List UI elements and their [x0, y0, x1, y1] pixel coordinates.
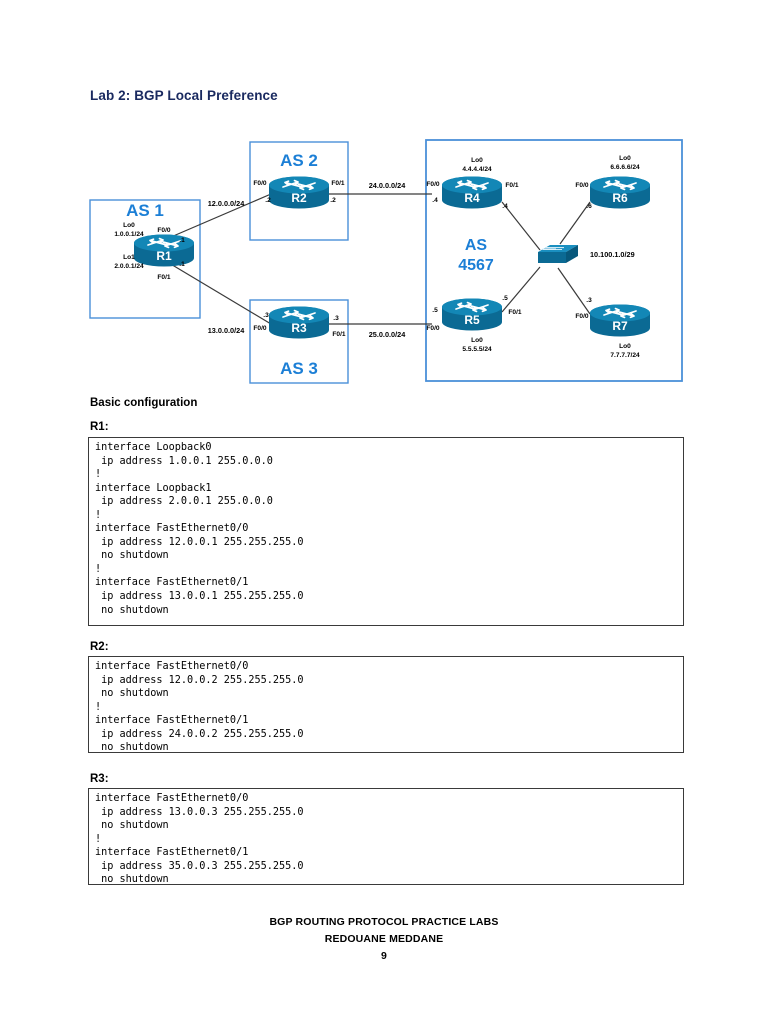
footer-page-number: 9 — [381, 950, 387, 962]
as2-label: AS 2 — [280, 151, 318, 170]
core-switch — [537, 244, 579, 264]
r5-f01-interface-label: F0/1 — [508, 309, 522, 316]
link-r7-switch — [557, 267, 591, 315]
r2-f00-interface-label: F0/0 — [253, 180, 267, 187]
link-r4-switch — [501, 201, 541, 251]
r4-lo0-name: Lo0 — [471, 157, 483, 164]
r6-f00-interface-label: F0/0 — [575, 182, 589, 189]
r7-lo0-address: 7.7.7.7/24 — [610, 352, 640, 359]
r5-f00-interface-label: F0/0 — [426, 325, 440, 332]
footer-author: REDOUANE MEDDANE — [324, 933, 444, 945]
config-block-r3: interface FastEthernet0/0 ip address 13.… — [88, 788, 684, 885]
footer-title: BGP ROUTING PROTOCOL PRACTICE LABS — [269, 916, 499, 928]
router-r6-label: R6 — [612, 191, 628, 205]
r5-f00-ip-label: .5 — [432, 307, 438, 314]
config-heading-r1: R1: — [90, 421, 109, 433]
as4567-boundary-box — [425, 139, 683, 382]
router-r7-label: R7 — [612, 319, 628, 333]
as3-boundary-box — [249, 299, 349, 384]
link-r1-r3 — [163, 259, 272, 325]
r1-f01-interface-label: F0/1 — [157, 274, 171, 281]
link-r1-r2 — [163, 193, 272, 241]
r5-f01-ip-label: .5 — [502, 295, 508, 302]
config-block-r2: interface FastEthernet0/0 ip address 12.… — [88, 656, 684, 753]
r6-lo0-name: Lo0 — [619, 155, 631, 162]
router-r2-label: R2 — [291, 191, 307, 205]
r3-f01-ip-label: .3 — [333, 315, 339, 322]
r5-lo0-name: Lo0 — [471, 337, 483, 344]
r1-lo0-name: Lo0 — [123, 222, 135, 229]
as4567-label-line2: 4567 — [458, 257, 494, 274]
config-heading-r2: R2: — [90, 641, 109, 653]
link-label-r1-r3: 13.0.0.0/24 — [208, 326, 245, 335]
r1-lo0-address: 1.0.0.1/24 — [114, 231, 144, 238]
r3-f00-interface-label: F0/0 — [253, 325, 267, 332]
r3-f01-interface-label: F0/1 — [332, 331, 346, 338]
r7-f00-ip-label: .3 — [586, 297, 592, 304]
link-label-r1-r2: 12.0.0.0/24 — [208, 199, 245, 208]
router-r3-label: R3 — [291, 321, 307, 335]
r1-lo1-address: 2.0.0.1/24 — [114, 263, 144, 270]
link-r5-switch — [501, 266, 541, 313]
r4-f01-ip-label: .4 — [502, 203, 508, 210]
basic-configuration-heading: Basic configuration — [90, 397, 198, 409]
link-label-switch-segment: 10.100.1.0/29 — [590, 250, 635, 259]
router-r5-label: R5 — [464, 313, 480, 327]
as1-boundary-box — [89, 199, 201, 319]
link-label-r3-r5: 25.0.0.0/24 — [369, 330, 406, 339]
link-label-r2-r4: 24.0.0.0/24 — [369, 181, 406, 190]
network-topology-diagram: R1 R2 R3 R4 R5 R6 — [88, 132, 684, 384]
router-r7: R7 — [589, 304, 651, 338]
router-r1-label: R1 — [156, 249, 172, 263]
config-heading-r3: R3: — [90, 773, 109, 785]
router-r4: R4 — [441, 176, 503, 210]
r1-f00-ip-label: .1 — [179, 237, 185, 244]
r1-f00-interface-label: F0/0 — [157, 227, 171, 234]
r5-lo0-address: 5.5.5.5/24 — [462, 346, 492, 353]
router-r3: R3 — [268, 306, 330, 340]
r7-lo0-name: Lo0 — [619, 343, 631, 350]
router-r1: R1 — [133, 234, 195, 268]
r1-lo1-name: Lo1 — [123, 254, 135, 261]
r6-f00-ip-label: .6 — [586, 203, 592, 210]
r4-f01-interface-label: F0/1 — [505, 182, 519, 189]
r1-f01-ip-label: .1 — [179, 261, 185, 268]
r3-f00-ip-label: .3 — [263, 312, 269, 319]
as3-label: AS 3 — [280, 359, 318, 378]
as4567-label-line1: AS — [465, 237, 488, 254]
router-r2: R2 — [268, 176, 330, 210]
as1-label: AS 1 — [126, 201, 164, 220]
link-r6-switch — [559, 201, 591, 245]
r4-f00-ip-label: .4 — [432, 197, 438, 204]
r6-lo0-address: 6.6.6.6/24 — [610, 164, 640, 171]
router-r5: R5 — [441, 298, 503, 332]
page-title: Lab 2: BGP Local Preference — [90, 88, 278, 103]
router-r6: R6 — [589, 176, 651, 210]
r2-f01-ip-label: .2 — [330, 197, 336, 204]
r7-f00-interface-label: F0/0 — [575, 313, 589, 320]
r2-f00-ip-label: .2 — [265, 197, 271, 204]
config-block-r1: interface Loopback0 ip address 1.0.0.1 2… — [88, 437, 684, 626]
r4-f00-interface-label: F0/0 — [426, 181, 440, 188]
r4-lo0-address: 4.4.4.4/24 — [462, 166, 492, 173]
r2-f01-interface-label: F0/1 — [331, 180, 345, 187]
as2-boundary-box — [249, 141, 349, 241]
router-r4-label: R4 — [464, 191, 480, 205]
